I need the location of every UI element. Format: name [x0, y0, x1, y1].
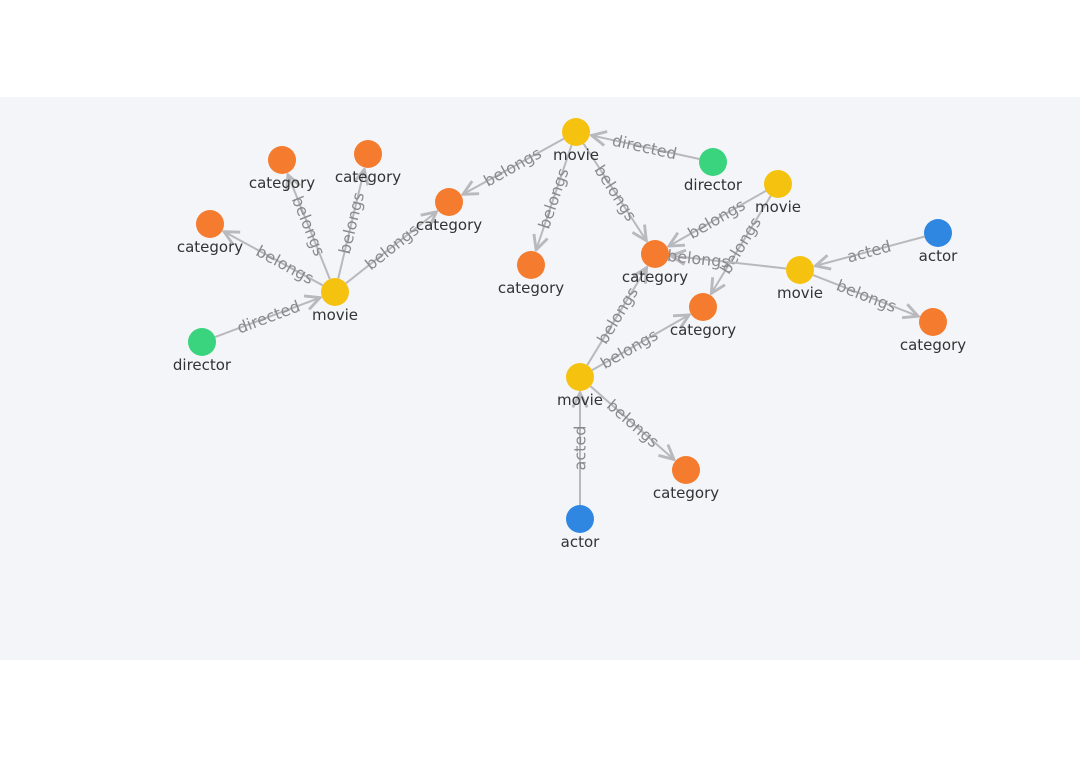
node-director[interactable]: director	[173, 328, 232, 374]
category-node-circle[interactable]	[354, 140, 382, 168]
edge-label: belongs	[480, 144, 544, 191]
edge-line[interactable]	[463, 137, 565, 195]
movie-node-circle[interactable]	[764, 170, 792, 198]
category-node-circle[interactable]	[919, 308, 947, 336]
edge-line[interactable]	[582, 143, 647, 241]
edge-line[interactable]	[812, 274, 918, 316]
category-node-circle[interactable]	[196, 210, 224, 238]
node-category[interactable]: category	[177, 210, 243, 256]
node-movie[interactable]: movie	[755, 170, 801, 216]
edge-line[interactable]	[586, 268, 646, 366]
edge-line[interactable]	[671, 256, 787, 270]
node-category[interactable]: category	[416, 188, 482, 234]
node-label: movie	[557, 391, 603, 409]
node-label: category	[335, 168, 401, 186]
edge-label: directed	[610, 131, 678, 164]
edge-line[interactable]	[536, 144, 573, 250]
node-label: actor	[919, 247, 958, 265]
node-label: movie	[777, 284, 823, 302]
edge-label: belongs	[534, 166, 572, 232]
node-label: category	[653, 484, 719, 502]
edge-label: belongs	[834, 276, 899, 317]
edge-belongs[interactable]: belongs	[812, 274, 918, 317]
edge-directed[interactable]: directed	[214, 297, 320, 339]
graph-canvas[interactable]	[0, 97, 1080, 660]
node-category[interactable]: category	[670, 293, 736, 339]
edge-line[interactable]	[711, 195, 772, 293]
node-movie[interactable]: movie	[557, 363, 603, 409]
category-node-circle[interactable]	[268, 146, 296, 174]
node-category[interactable]: category	[900, 308, 966, 354]
node-category[interactable]: category	[622, 240, 688, 286]
edge-belongs[interactable]: belongs	[589, 385, 674, 459]
node-label: director	[173, 356, 232, 374]
node-label: category	[670, 321, 736, 339]
edge-label: belongs	[590, 161, 640, 224]
node-label: category	[498, 279, 564, 297]
node-label: movie	[755, 198, 801, 216]
node-label: category	[416, 216, 482, 234]
edge-line[interactable]	[591, 315, 689, 371]
edge-label: directed	[234, 297, 302, 338]
movie-node-circle[interactable]	[321, 278, 349, 306]
category-node-circle[interactable]	[435, 188, 463, 216]
category-node-circle[interactable]	[689, 293, 717, 321]
edge-line[interactable]	[669, 190, 767, 246]
node-label: category	[622, 268, 688, 286]
node-category[interactable]: category	[335, 140, 401, 186]
node-actor[interactable]: actor	[561, 505, 600, 551]
edge-acted[interactable]: acted	[815, 235, 925, 267]
movie-node-circle[interactable]	[562, 118, 590, 146]
node-category[interactable]: category	[653, 456, 719, 502]
edge-line[interactable]	[224, 232, 324, 287]
node-label: category	[249, 174, 315, 192]
category-node-circle[interactable]	[672, 456, 700, 484]
edge-line[interactable]	[214, 298, 320, 339]
edge-line[interactable]	[337, 170, 364, 279]
director-node-circle[interactable]	[188, 328, 216, 356]
node-category[interactable]: category	[498, 251, 564, 297]
edge-label: belongs	[335, 190, 368, 256]
node-label: movie	[312, 306, 358, 324]
actor-node-circle[interactable]	[924, 219, 952, 247]
node-label: director	[684, 176, 743, 194]
edge-acted[interactable]: acted	[571, 393, 590, 505]
edge-label: belongs	[603, 396, 663, 452]
movie-node-circle[interactable]	[786, 256, 814, 284]
director-node-circle[interactable]	[699, 148, 727, 176]
edge-label: acted	[571, 426, 590, 471]
category-node-circle[interactable]	[641, 240, 669, 268]
movie-node-circle[interactable]	[566, 363, 594, 391]
edge-directed[interactable]: directed	[592, 131, 700, 164]
node-label: category	[177, 238, 243, 256]
edge-line[interactable]	[589, 385, 674, 459]
edge-label: acted	[845, 237, 893, 267]
node-label: movie	[553, 146, 599, 164]
edge-line[interactable]	[288, 175, 331, 280]
edge-label: belongs	[361, 220, 422, 274]
node-actor[interactable]: actor	[919, 219, 958, 265]
edge-line[interactable]	[592, 135, 700, 160]
actor-node-circle[interactable]	[566, 505, 594, 533]
node-label: category	[900, 336, 966, 354]
edge-line[interactable]	[345, 212, 436, 285]
node-movie[interactable]: movie	[777, 256, 823, 302]
edge-label: belongs	[288, 193, 329, 258]
edge-line[interactable]	[815, 235, 925, 266]
node-label: actor	[561, 533, 600, 551]
node-movie[interactable]: movie	[312, 278, 358, 324]
node-movie[interactable]: movie	[553, 118, 599, 164]
category-node-circle[interactable]	[517, 251, 545, 279]
node-director[interactable]: director	[684, 148, 743, 194]
node-category[interactable]: category	[249, 146, 315, 192]
